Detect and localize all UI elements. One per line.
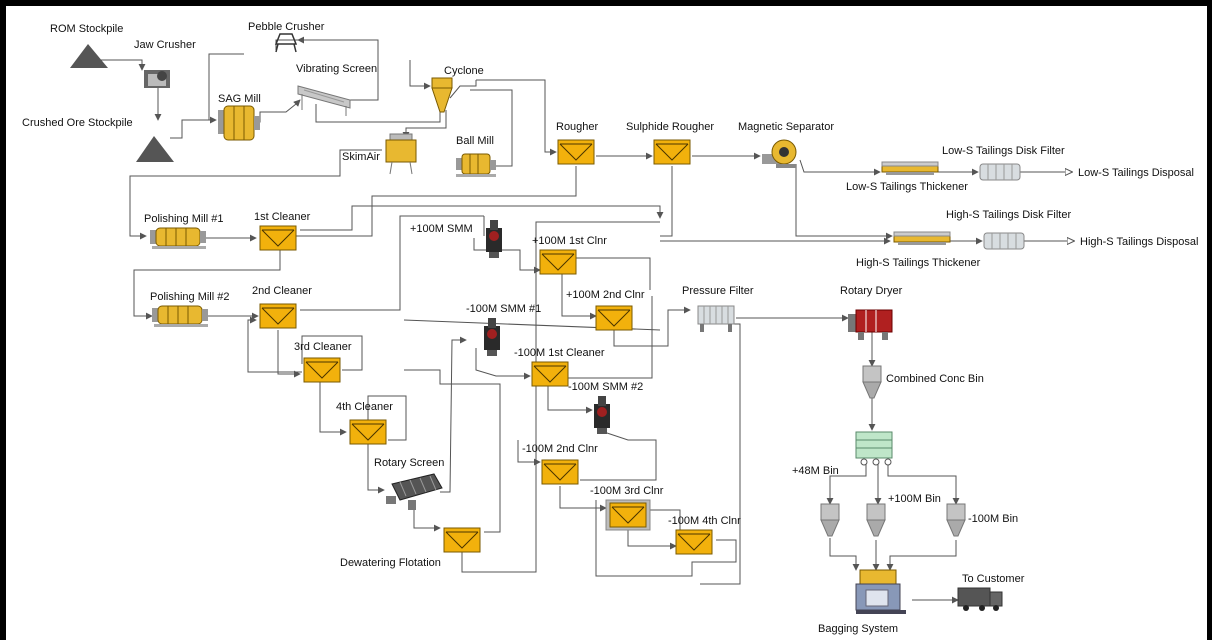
label-cleaner-4: 4th Cleaner — [336, 401, 393, 413]
low-s-disk-filter-icon — [979, 163, 1021, 181]
magnetic-separator-icon — [762, 139, 797, 168]
p100-1st-clnr-cell-icon — [539, 249, 577, 275]
crushed-ore-stockpile-icon — [136, 136, 174, 162]
rotary-screen-icon — [386, 473, 443, 510]
cleaner-2-cell-icon — [259, 303, 297, 329]
m100-1st-cleaner-cell-icon — [531, 361, 569, 387]
label-p100-smm: +100M SMM — [410, 223, 473, 235]
p48-bin-icon — [820, 503, 840, 537]
sulphide-rougher-cell-icon — [653, 139, 691, 165]
label-m100-4th-clnr: -100M 4th Clnr — [668, 515, 741, 527]
label-pebble-crusher: Pebble Crusher — [248, 21, 325, 33]
cleaner-1-cell-icon — [259, 225, 297, 251]
skimair-icon — [385, 133, 417, 175]
label-low-s-disposal: Low-S Tailings Disposal — [1078, 167, 1194, 179]
flow-lines — [92, 36, 1074, 604]
label-rom-stockpile: ROM Stockpile — [50, 23, 123, 35]
label-ball-mill: Ball Mill — [456, 135, 494, 147]
m100-smm-2-icon — [594, 396, 610, 434]
high-s-thickener-icon — [893, 231, 951, 246]
label-cleaner-3: 3rd Cleaner — [294, 341, 352, 353]
classifying-screen-icon — [855, 431, 893, 466]
low-s-thickener-icon — [881, 161, 939, 176]
label-m100-smm-2: -100M SMM #2 — [568, 381, 643, 393]
label-dewatering-flotation: Dewatering Flotation — [340, 557, 441, 569]
p100-bin-icon — [866, 503, 886, 537]
label-cyclone: Cyclone — [444, 65, 484, 77]
m100-4th-clnr-cell-icon — [675, 529, 713, 555]
label-vibrating-screen: Vibrating Screen — [296, 63, 377, 75]
pebble-crusher-icon — [274, 33, 298, 53]
bagging-system-icon — [855, 569, 906, 614]
ball-mill-icon — [456, 153, 496, 177]
polishing-mill-1-icon — [149, 227, 207, 250]
label-sag-mill: SAG Mill — [218, 93, 261, 105]
cleaner-3-cell-icon — [303, 357, 341, 383]
rom-stockpile-icon — [70, 44, 108, 68]
label-high-s-disposal: High-S Tailings Disposal — [1080, 236, 1198, 248]
label-low-s-thickener: Low-S Tailings Thickener — [846, 181, 968, 193]
rotary-dryer-icon — [848, 309, 893, 340]
m100-2nd-clnr-cell-icon — [541, 459, 579, 485]
label-sulphide-rougher: Sulphide Rougher — [626, 121, 714, 133]
p100-smm-icon — [486, 220, 502, 258]
pressure-filter-icon — [697, 305, 735, 332]
label-m100-3rd-clnr: -100M 3rd Clnr — [590, 485, 664, 497]
jaw-crusher-icon — [144, 70, 170, 88]
label-p48-bin: +48M Bin — [792, 465, 839, 477]
dewatering-flotation-cell-icon — [443, 527, 481, 553]
rougher-cell-icon — [557, 139, 595, 165]
label-m100-1st-cleaner: -100M 1st Cleaner — [514, 347, 605, 359]
label-combined-conc-bin: Combined Conc Bin — [886, 373, 984, 385]
label-rotary-dryer: Rotary Dryer — [840, 285, 903, 297]
label-bagging-system: Bagging System — [818, 623, 898, 635]
label-polishing-mill-1: Polishing Mill #1 — [144, 213, 223, 225]
equipment-labels: ROM Stockpile Jaw Crusher Pebble Crusher… — [22, 21, 1198, 635]
polishing-mill-2-icon — [151, 305, 209, 328]
label-cleaner-1: 1st Cleaner — [254, 211, 311, 223]
sag-mill-icon — [218, 105, 260, 141]
label-m100-smm-1: -100M SMM #1 — [466, 303, 541, 315]
truck-icon — [957, 587, 1003, 611]
label-m100-bin: -100M Bin — [968, 513, 1018, 525]
combined-conc-bin-icon — [862, 365, 882, 399]
label-skimair: SkimAir — [342, 151, 380, 163]
label-m100-2nd-clnr: -100M 2nd Clnr — [522, 443, 598, 455]
label-jaw-crusher: Jaw Crusher — [134, 39, 196, 51]
label-polishing-mill-2: Polishing Mill #2 — [150, 291, 229, 303]
high-s-disk-filter-icon — [983, 232, 1025, 250]
p100-2nd-clnr-cell-icon — [595, 305, 633, 331]
label-rougher: Rougher — [556, 121, 599, 133]
label-low-s-disk-filter: Low-S Tailings Disk Filter — [942, 145, 1065, 157]
label-high-s-disk-filter: High-S Tailings Disk Filter — [946, 209, 1071, 221]
vibrating-screen-icon — [297, 85, 351, 116]
label-pressure-filter: Pressure Filter — [682, 285, 754, 297]
label-magnetic-separator: Magnetic Separator — [738, 121, 834, 133]
label-high-s-thickener: High-S Tailings Thickener — [856, 257, 981, 269]
label-p100-bin: +100M Bin — [888, 493, 941, 505]
label-p100-2nd-clnr: +100M 2nd Clnr — [566, 289, 645, 301]
cyclone-icon — [431, 77, 453, 113]
label-rotary-screen: Rotary Screen — [374, 457, 444, 469]
label-p100-1st-clnr: +100M 1st Clnr — [532, 235, 607, 247]
cleaner-4-cell-icon — [349, 419, 387, 445]
label-crushed-ore-stockpile: Crushed Ore Stockpile — [22, 117, 133, 129]
m100-bin-icon — [946, 503, 966, 537]
label-to-customer: To Customer — [962, 573, 1025, 585]
label-cleaner-2: 2nd Cleaner — [252, 285, 312, 297]
m100-3rd-clnr-cell-icon — [609, 502, 647, 528]
